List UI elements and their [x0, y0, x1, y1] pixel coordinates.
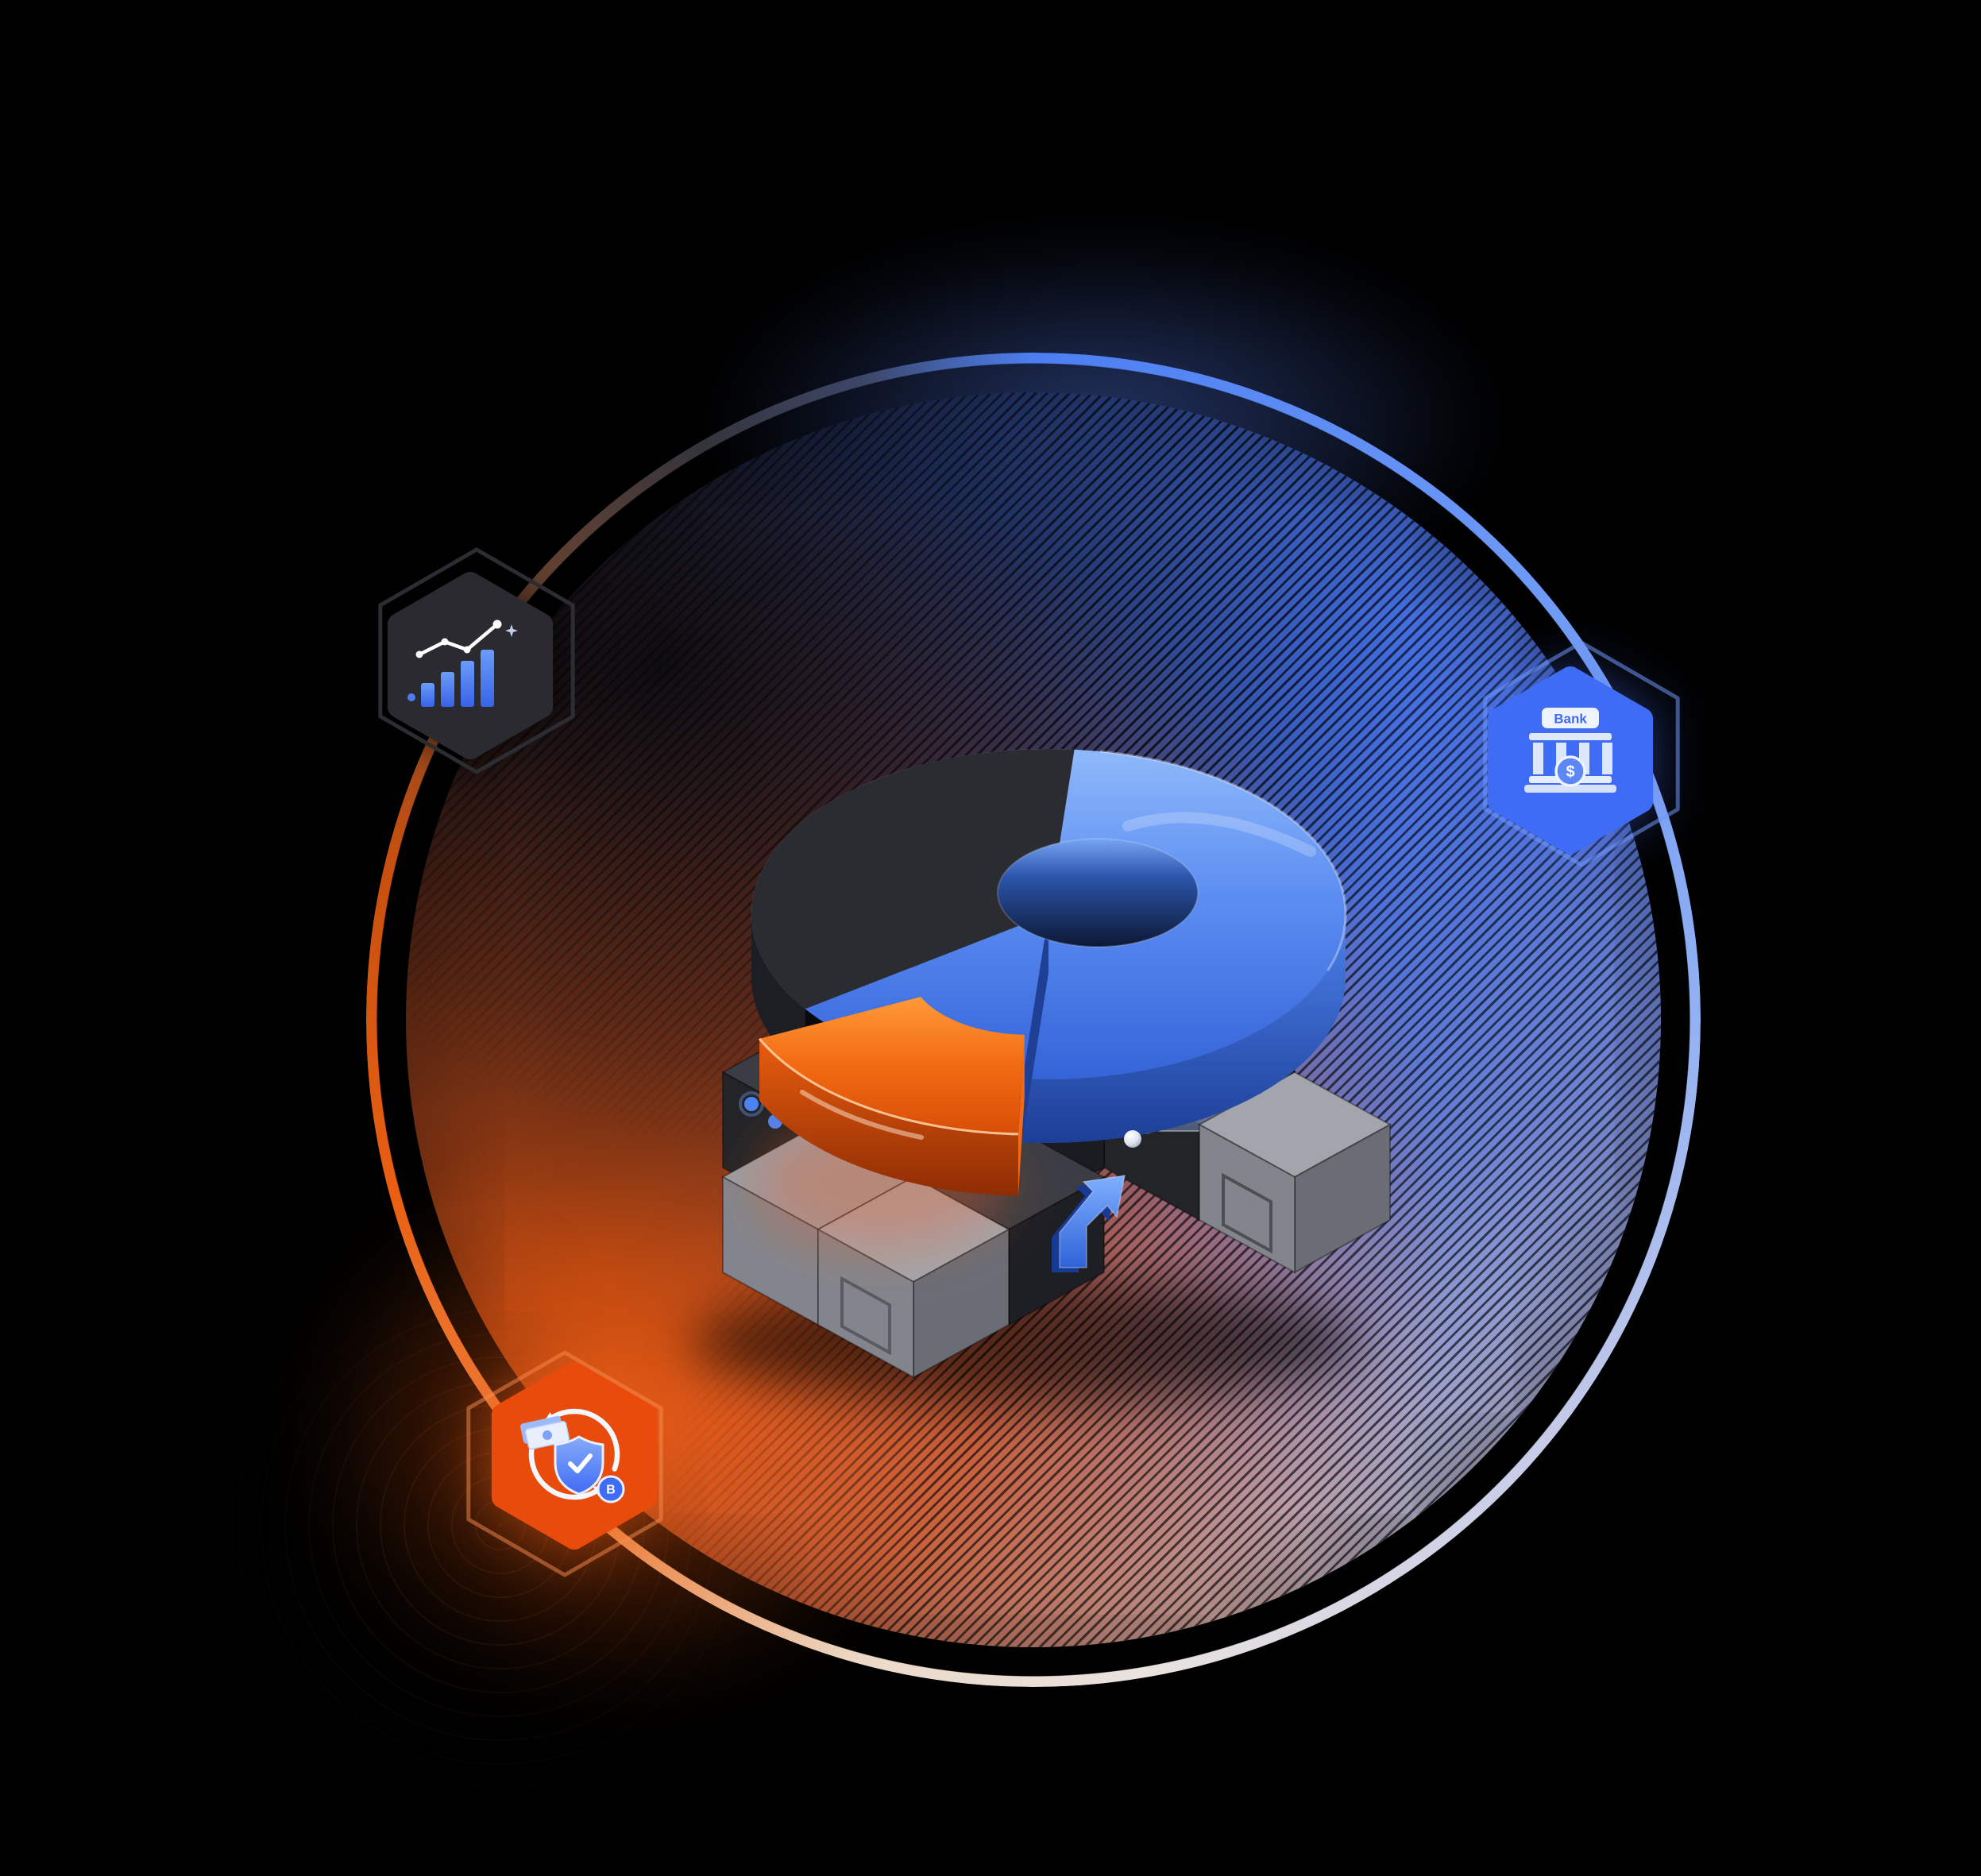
growth-bar-chart-icon: [407, 620, 518, 707]
badge-analytics: [343, 535, 597, 797]
echo-hexagon-outline: [1483, 640, 1680, 867]
dollar-symbol: $: [1566, 763, 1574, 781]
crypto-coin-icon: B: [597, 1475, 625, 1504]
secure-crypto-exchange-icon: B: [520, 1408, 625, 1504]
bank-building-icon: Bank $: [1524, 708, 1616, 793]
sphere-dot: [1124, 1130, 1141, 1148]
3d-donut-chart-illustration: [691, 749, 1392, 1404]
cash-icon: [520, 1415, 570, 1450]
dollar-coin-icon: [1554, 755, 1586, 787]
shield-check-icon: [554, 1435, 604, 1496]
echo-hexagon-outline: [378, 547, 575, 774]
badge-bank: Bank $: [1443, 629, 1697, 891]
sparkle-icon: [505, 624, 518, 637]
badge-exchange: B: [447, 1325, 701, 1587]
hexagon-engraving: [840, 1276, 891, 1356]
bank-sign-label: Bank: [1554, 712, 1587, 727]
up-right-arrow-icon: [1052, 1130, 1141, 1272]
dark-segment: [751, 749, 1075, 1009]
crypto-symbol: B: [606, 1484, 616, 1497]
echo-hexagon-outline: [466, 1350, 663, 1577]
hexagon-engraving: [1222, 1172, 1272, 1254]
orange-wedge-segment: [758, 997, 1025, 1196]
